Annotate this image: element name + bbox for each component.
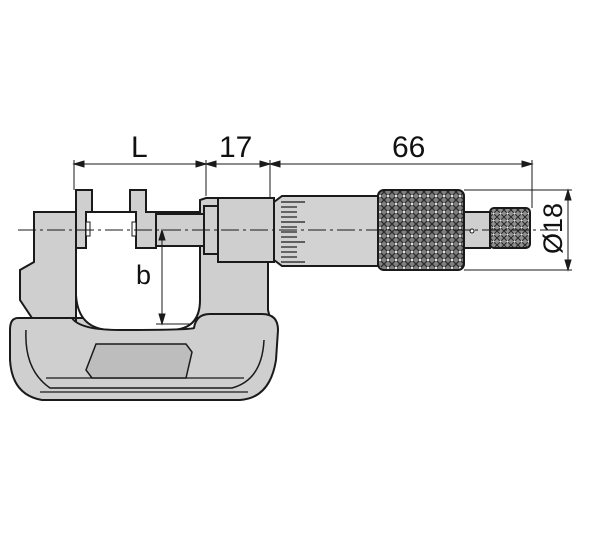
- dimension-b-label: b: [136, 260, 151, 290]
- dimension-66: [268, 160, 534, 208]
- dimension-diameter: [464, 188, 572, 272]
- insulation-plate: [85, 343, 193, 379]
- dimension-66-label: 66: [392, 131, 425, 164]
- micrometer-frame: [9, 197, 280, 401]
- spindle-jaw: [129, 189, 157, 249]
- dimension-L: [72, 160, 208, 196]
- dimension-17-label: 17: [219, 131, 252, 164]
- thimble: [273, 195, 379, 267]
- dimension-17: [204, 160, 272, 198]
- thimble-scale: [281, 201, 305, 263]
- ratchet-stop: [489, 207, 531, 249]
- dimension-b: [156, 228, 192, 326]
- dimension-L-label: L: [131, 131, 148, 164]
- anvil-jaw: [75, 189, 93, 249]
- dimension-diameter-label: Ø18: [538, 203, 568, 254]
